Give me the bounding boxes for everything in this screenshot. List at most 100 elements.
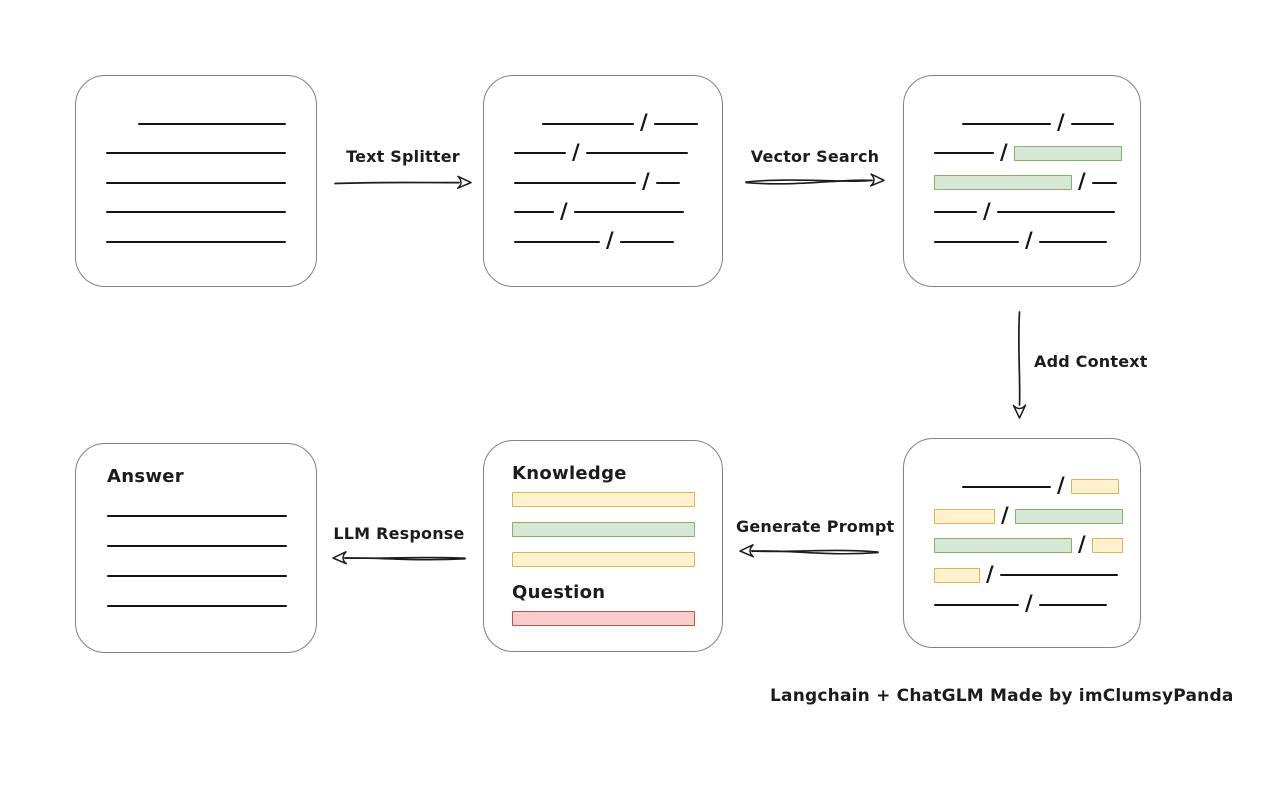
- source-document-box: [75, 75, 317, 287]
- yellow-highlight-chunk: [512, 491, 695, 507]
- green-highlight-chunk: [512, 521, 695, 537]
- vector-search-arrow-icon: [745, 173, 885, 187]
- text-line: [1038, 603, 1107, 606]
- generate-prompt-label: Generate Prompt: [736, 517, 895, 536]
- text-line: [962, 122, 1051, 125]
- slash-separator: /: [1025, 591, 1033, 616]
- add-context-arrow-icon: [1012, 311, 1027, 419]
- vector-matches-box: /////: [903, 75, 1141, 287]
- text-line: [514, 152, 566, 155]
- text-line: [996, 211, 1115, 214]
- text-line: [106, 211, 286, 214]
- text-row: [512, 514, 722, 544]
- text-row: /: [934, 561, 1140, 591]
- yellow-highlight-chunk: [1091, 538, 1123, 554]
- credit-caption: Langchain + ChatGLM Made by imClumsyPand…: [770, 686, 1234, 706]
- slash-separator: /: [642, 169, 650, 194]
- text-row: /: [514, 227, 722, 257]
- slash-separator: /: [606, 228, 614, 253]
- text-line: [107, 575, 287, 577]
- text-line: [934, 603, 1019, 606]
- text-row: /: [934, 590, 1140, 620]
- text-row: /: [934, 502, 1140, 532]
- text-row: /: [934, 109, 1140, 139]
- answer-box-content: Answer: [76, 444, 316, 621]
- source-document-lines: [76, 76, 316, 257]
- green-highlight-chunk: [934, 175, 1072, 191]
- prompt-box: Knowledge Question: [483, 440, 723, 652]
- slash-separator: /: [572, 139, 580, 164]
- text-row: [512, 484, 722, 514]
- slash-separator: /: [1001, 502, 1009, 527]
- text-row: [106, 227, 316, 257]
- text-splitter-arrow-icon: [334, 175, 472, 189]
- slash-separator: /: [983, 198, 991, 223]
- question-label: Question: [512, 582, 606, 603]
- slash-separator: /: [1078, 532, 1086, 557]
- text-row: [106, 109, 316, 139]
- text-row: /: [934, 227, 1140, 257]
- text-line: [514, 181, 636, 184]
- green-highlight-chunk: [934, 538, 1072, 554]
- answer-lines: [107, 487, 316, 621]
- text-row: /: [934, 198, 1140, 228]
- text-line: [1038, 240, 1107, 243]
- text-line: [106, 152, 286, 155]
- text-row: [107, 501, 316, 531]
- text-line: [106, 181, 286, 184]
- context-chunks-box: / / / / /: [903, 438, 1141, 648]
- yellow-highlight-chunk: [934, 508, 995, 524]
- text-row: /: [514, 168, 722, 198]
- slash-separator: /: [1025, 228, 1033, 253]
- slash-separator: /: [1057, 473, 1065, 498]
- slash-separator: /: [986, 561, 994, 586]
- vector-matches-lines: /////: [904, 76, 1140, 257]
- vector-search-label: Vector Search: [750, 147, 880, 166]
- text-line: [934, 211, 977, 214]
- text-line: [1070, 122, 1114, 125]
- text-row: /: [514, 139, 722, 169]
- text-row: /: [934, 472, 1140, 502]
- slash-separator: /: [1078, 169, 1086, 194]
- text-line: [1091, 181, 1117, 184]
- text-line: [106, 240, 286, 243]
- question-bar: [512, 603, 722, 633]
- red-highlight-chunk: [512, 610, 695, 626]
- green-highlight-chunk: [1013, 145, 1122, 161]
- text-row: /: [934, 168, 1140, 198]
- split-chunks-box: / / / / /: [483, 75, 723, 287]
- text-line: [655, 181, 680, 184]
- text-line: [653, 122, 698, 125]
- text-row: [106, 168, 316, 198]
- slash-separator: /: [560, 198, 568, 223]
- answer-box: Answer: [75, 443, 317, 653]
- yellow-highlight-chunk: [934, 567, 980, 583]
- text-row: /: [934, 139, 1140, 169]
- green-highlight-chunk: [1014, 508, 1123, 524]
- text-row: /: [514, 109, 722, 139]
- text-row: [106, 139, 316, 169]
- text-line: [107, 605, 287, 607]
- slash-separator: /: [1000, 139, 1008, 164]
- text-line: [619, 240, 674, 243]
- text-line: [107, 545, 287, 547]
- knowledge-label: Knowledge: [512, 463, 627, 484]
- text-line: [934, 152, 994, 155]
- text-splitter-label: Text Splitter: [346, 147, 460, 166]
- text-row: /: [514, 198, 722, 228]
- llm-response-label: LLM Response: [333, 524, 465, 543]
- text-line: [514, 240, 600, 243]
- text-line: [107, 515, 287, 517]
- text-row: [107, 531, 316, 561]
- yellow-highlight-chunk: [1070, 479, 1119, 495]
- text-line: [514, 211, 554, 214]
- add-context-label: Add Context: [1034, 352, 1148, 371]
- text-row: /: [934, 531, 1140, 561]
- text-line: [573, 211, 684, 214]
- knowledge-bars: [512, 484, 722, 574]
- text-line: [138, 122, 286, 125]
- prompt-box-content: Knowledge Question: [484, 441, 722, 633]
- slash-separator: /: [640, 110, 648, 135]
- text-line: [934, 240, 1019, 243]
